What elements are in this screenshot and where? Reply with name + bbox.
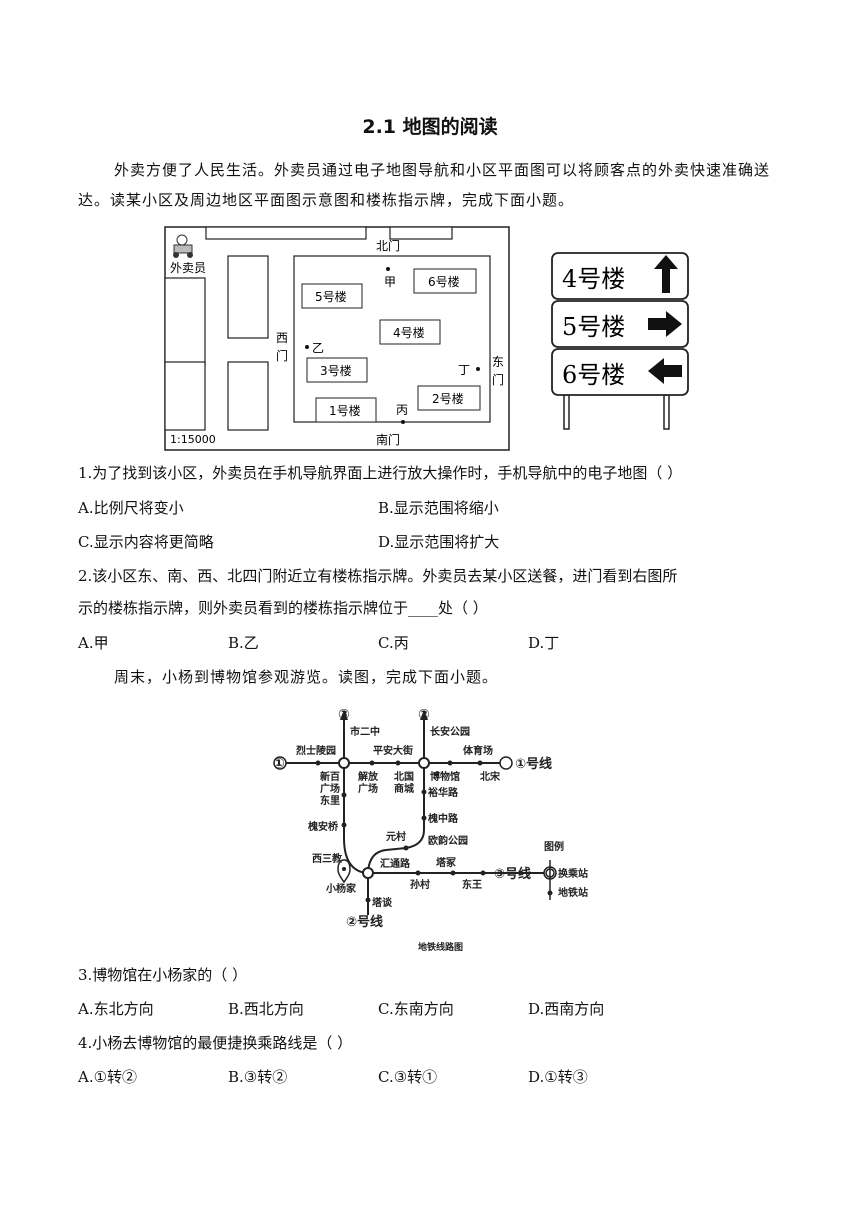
station-jiefang-1: 解放 (358, 770, 379, 783)
arrow-right-icon (648, 311, 682, 337)
q2-option-d: D.丁 (528, 634, 560, 652)
station-changan: 长安公园 (430, 725, 470, 738)
station-xinbai-2: 广场 (320, 782, 340, 795)
legend-title: 图例 (544, 840, 564, 853)
south-gate-label: 南门 (376, 432, 400, 447)
legend-station-label: 地铁站 (558, 886, 588, 899)
q1-option-c: C.显示内容将更简略 (78, 533, 214, 551)
sign-building-5: 5号楼 (562, 313, 625, 341)
q1-option-d: D.显示范围将扩大 (378, 533, 500, 551)
q2-option-c: C.丙 (378, 634, 409, 652)
q3-option-d: D.西南方向 (528, 1000, 605, 1018)
station-lieshi: 烈士陵园 (296, 744, 336, 757)
question-4: 4.小杨去博物馆的最便捷换乘路线是（ ） (78, 1034, 353, 1052)
building-6: 6号楼 (428, 274, 460, 289)
building-5: 5号楼 (315, 289, 347, 304)
line2-label: ②号线 (346, 914, 383, 930)
building-4: 4号楼 (393, 325, 425, 340)
east-gate-label-2: 门 (492, 372, 504, 387)
station-xinbai-1: 新百 (320, 770, 340, 783)
station-yuancun: 元村 (386, 830, 406, 843)
intro-paragraph-2: 周末，小杨到博物馆参观游览。读图，完成下面小题。 (114, 668, 499, 686)
sign-building-4: 4号楼 (562, 265, 625, 293)
q4-option-c: C.③转① (378, 1068, 438, 1086)
question-2-line-1: 2.该小区东、南、西、北四门附近立有楼栋指示牌。外卖员去某小区送餐，进门看到右图… (78, 567, 678, 585)
page-title: 2.1 地图的阅读 (362, 116, 498, 138)
station-pingan: 平安大街 (373, 744, 413, 757)
station-huaizhong: 槐中路 (427, 812, 459, 825)
q2-option-a: A.甲 (78, 634, 109, 652)
q2-option-b: B.乙 (228, 634, 259, 652)
q3-option-a: A.东北方向 (78, 1000, 154, 1018)
intro-paragraph-1: 外卖方便了人民生活。外卖员通过电子地图导航和小区平面图可以将顾客点的外卖快速准确… (78, 161, 771, 209)
east-gate-label-1: 东 (492, 355, 504, 369)
building-2: 2号楼 (432, 391, 464, 406)
q1-option-b: B.显示范围将缩小 (378, 499, 499, 517)
q3-option-b: B.西北方向 (228, 1000, 304, 1018)
station-huaian: 槐安桥 (307, 820, 339, 833)
arrow-up-icon (654, 255, 678, 293)
station-suncun: 孙村 (410, 878, 430, 891)
legend-station-icon (547, 890, 553, 896)
q3-option-c: C.东南方向 (378, 1000, 454, 1018)
station-beisong: 北宋 (480, 770, 500, 783)
station-beiguo-2: 商城 (394, 782, 414, 795)
q4-option-d: D.①转③ (528, 1068, 588, 1086)
station-beiguo-1: 北国 (394, 770, 414, 783)
transfer-huitong (362, 867, 374, 879)
legend-transfer-label: 换乘站 (558, 867, 588, 880)
q1-option-a: A.比例尺将变小 (78, 499, 184, 517)
station-ouyun: 欧韵公园 (428, 834, 468, 847)
metro-caption: 地铁线路图 (418, 941, 463, 953)
transfer-xinbai (338, 757, 350, 769)
line2-top-label: ② (418, 707, 430, 723)
building-1: 1号楼 (329, 403, 361, 418)
metro-map: ③ ② ① 市二中 长安公园 烈士陵园 平安大街 体育场 ①号线 新百 广场 解… (273, 707, 588, 953)
question-3: 3.博物馆在小杨家的（ ） (78, 966, 248, 984)
point-jia: 甲 (384, 275, 396, 289)
question-1: 1.为了找到该小区，外卖员在手机导航界面上进行放大操作时，手机导航中的电子地图（… (78, 464, 683, 482)
station-dongli: 东里 (320, 794, 340, 807)
transfer-bowuguan (418, 757, 430, 769)
station-xisanjiao: 西三教 (312, 852, 343, 865)
station-bowuguan: 博物馆 (430, 770, 460, 783)
delivery-label: 外卖员 (170, 261, 206, 275)
station-dongwang: 东王 (462, 878, 482, 891)
sign-building-6: 6号楼 (562, 361, 625, 389)
line1-left-label: ① (273, 756, 285, 772)
station-tatan: 塔谈 (372, 896, 393, 909)
map-scale: 1:15000 (170, 433, 216, 446)
point-ding: 丁 (458, 363, 470, 377)
question-2-line-2: 示的楼栋指示牌，则外卖员看到的楼栋指示牌位于____处（ ） (78, 599, 488, 617)
station-tajia: 塔冢 (436, 856, 456, 869)
line3-top-label: ③ (338, 707, 350, 723)
west-gate-label-1: 西 (276, 331, 288, 345)
community-map: 外卖员 北门 南门 西 门 东 门 甲 乙 丙 丁 5号楼 6号楼 4号楼 3号… (164, 226, 510, 451)
west-gate-label-2: 门 (276, 348, 288, 363)
building-3: 3号楼 (320, 363, 352, 378)
station-tiyuchang: 体育场 (463, 744, 493, 757)
delivery-person-icon (173, 234, 193, 258)
building-sign: 4号楼 5号楼 6号楼 (551, 252, 689, 430)
point-yi: 乙 (312, 341, 324, 355)
arrow-left-icon (648, 358, 682, 384)
point-bing: 丙 (396, 403, 408, 417)
north-gate-label: 北门 (376, 238, 400, 253)
line3-label: ③号线 (494, 866, 531, 882)
station-yuhua: 裕华路 (427, 786, 459, 799)
line1-label: ①号线 (515, 756, 552, 772)
home-label: 小杨家 (325, 882, 357, 895)
station-huitong: 汇通路 (380, 857, 411, 870)
station-shierzhong: 市二中 (350, 725, 380, 738)
q4-option-b: B.③转② (228, 1068, 288, 1086)
station-jiefang-2: 广场 (358, 782, 378, 795)
q4-option-a: A.①转② (78, 1068, 138, 1086)
